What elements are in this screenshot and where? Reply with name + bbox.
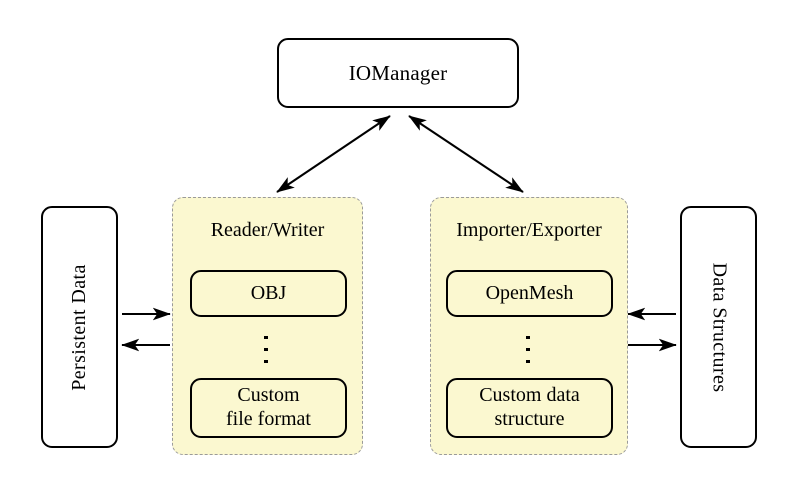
data-structures-label: Data Structures [708, 262, 731, 392]
importer-exporter-panel[interactable]: Importer/Exporter OpenMesh Custom data s… [430, 197, 628, 455]
arrow-manager-reader-writer [276, 115, 391, 193]
data-structures-node[interactable]: Data Structures [680, 206, 757, 448]
reader-writer-item-custom-file-format[interactable]: Custom file format [190, 378, 347, 438]
importer-exporter-item-custom-data-structure-label: Custom data structure [479, 384, 580, 430]
reader-writer-panel[interactable]: Reader/Writer OBJ Custom file format [172, 197, 363, 455]
persistent-data-node[interactable]: Persistent Data [41, 206, 118, 448]
io-manager-node[interactable]: IOManager [277, 38, 519, 108]
reader-writer-item-obj-label: OBJ [250, 281, 287, 304]
importer-exporter-title: Importer/Exporter [456, 219, 602, 241]
reader-writer-title: Reader/Writer [210, 219, 325, 241]
importer-exporter-item-openmesh[interactable]: OpenMesh [446, 270, 613, 317]
importer-exporter-ellipsis-icon [526, 336, 530, 363]
importer-exporter-item-custom-data-structure[interactable]: Custom data structure [446, 378, 613, 438]
persistent-data-label: Persistent Data [68, 263, 90, 391]
io-manager-label: IOManager [348, 60, 448, 85]
importer-exporter-item-openmesh-label: OpenMesh [485, 281, 574, 304]
reader-writer-ellipsis-icon [264, 336, 268, 363]
reader-writer-item-obj[interactable]: OBJ [190, 270, 347, 317]
arrow-manager-importer-exporter [408, 115, 524, 193]
reader-writer-item-custom-file-format-label: Custom file format [226, 384, 311, 430]
